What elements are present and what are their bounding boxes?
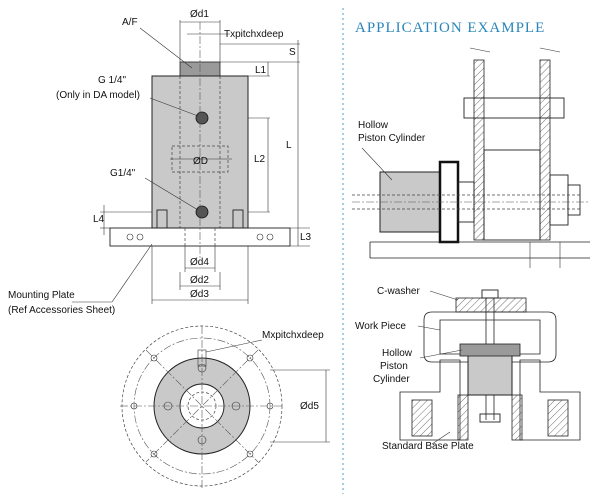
label-s: S bbox=[289, 47, 296, 58]
label-l: L bbox=[286, 140, 292, 151]
application-top-figure bbox=[352, 47, 590, 268]
label-d5: Ød5 bbox=[300, 401, 319, 412]
label-l3: L3 bbox=[300, 232, 312, 243]
label-od: ØD bbox=[193, 156, 208, 167]
app-label-cylinder2: Cylinder bbox=[373, 374, 410, 385]
app-label-work-piece: Work Piece bbox=[355, 321, 406, 332]
application-bottom-figure bbox=[399, 289, 581, 445]
app-label-hollow2: Hollow bbox=[382, 348, 413, 359]
c-washer bbox=[455, 297, 527, 313]
label-d2: Ød2 bbox=[190, 275, 209, 286]
label-ref-sheet: (Ref Accessories Sheet) bbox=[8, 305, 115, 316]
app-label-hollow: Hollow bbox=[358, 120, 389, 131]
app-label-base-plate: Standard Base Plate bbox=[382, 441, 474, 452]
label-only-da: (Only in DA model) bbox=[56, 90, 140, 101]
application-title: APPLICATION EXAMPLE bbox=[355, 20, 545, 36]
side-view bbox=[72, 20, 310, 304]
label-thread: Txpitchxdeep bbox=[224, 29, 284, 40]
app-label-piston2: Piston bbox=[380, 361, 408, 372]
label-af: A/F bbox=[122, 17, 138, 28]
label-mxpitch: Mxpitchxdeep bbox=[262, 330, 324, 341]
label-l1: L1 bbox=[255, 65, 267, 76]
label-d3: Ød3 bbox=[190, 289, 209, 300]
port-bottom bbox=[195, 205, 209, 219]
port-top bbox=[195, 111, 209, 125]
label-d1: Ød1 bbox=[190, 9, 209, 20]
label-mounting-plate: Mounting Plate bbox=[8, 290, 75, 301]
label-g14: G 1/4" bbox=[98, 75, 126, 86]
label-l4: L4 bbox=[93, 214, 105, 225]
label-g14b: G1/4" bbox=[110, 168, 136, 179]
label-l2: L2 bbox=[254, 154, 266, 165]
top-view bbox=[120, 325, 330, 490]
app-label-piston-cylinder: Piston Cylinder bbox=[358, 133, 426, 144]
label-d4: Ød4 bbox=[190, 257, 209, 268]
app-label-c-washer: C-washer bbox=[377, 286, 420, 297]
